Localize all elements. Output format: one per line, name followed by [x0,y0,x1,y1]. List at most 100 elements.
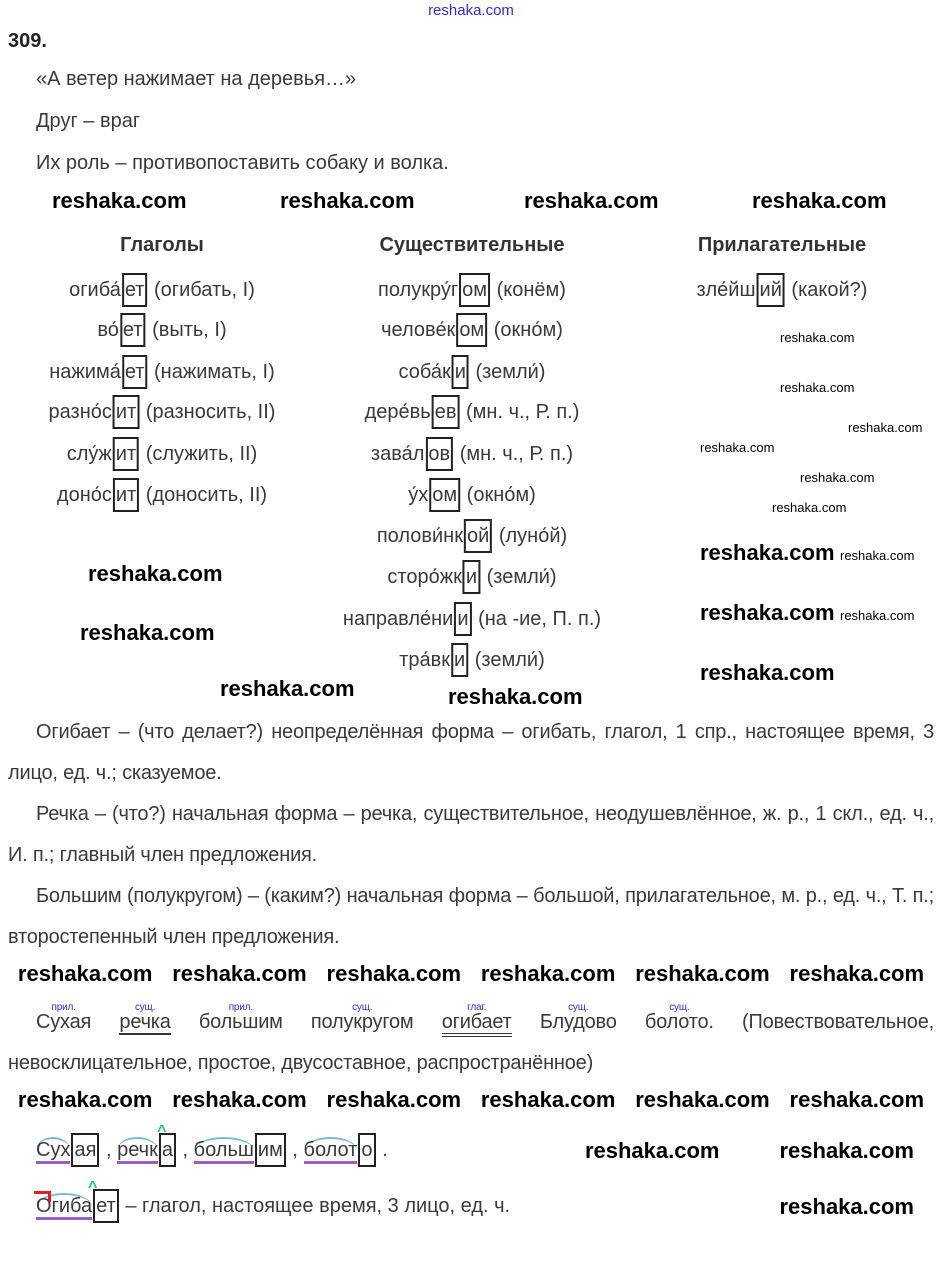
part-of-speech-label: прил. [51,1002,76,1013]
ending-box: ит [112,437,140,471]
watermark: reshaka.com [280,188,415,213]
sentence-word: глаг.огибает [441,1002,512,1037]
ending-box: ая [71,1133,100,1167]
sentence: прил.Сухая сущ.речка прил.большим сущ.по… [8,1002,934,1084]
sentence-word: прил.большим [198,1002,283,1034]
watermark: reshaka.com [780,330,855,345]
watermark: reshaka.com [326,960,462,986]
ending-box: и [451,643,469,677]
word-stem: во́ [97,319,119,341]
word-text: речка [119,1011,171,1035]
word-note: (луно́й) [493,525,568,547]
watermark: reshaka.com [448,684,583,709]
part-of-speech-label: сущ. [568,1002,589,1013]
separator: , [100,1139,118,1161]
intro-line: Их роль – противопоставить собаку и волк… [36,152,449,174]
word-stem: тра́вк [399,649,451,671]
word-stem: дере́вь [364,401,431,423]
word-text: большим [198,1011,283,1033]
ending-box: ом [429,478,461,512]
separator: , [286,1139,304,1161]
ending-box: ий [756,273,785,307]
word-stem: полукру́г [378,279,459,301]
watermark: reshaka.com [700,660,835,685]
word-row: огиба́ет (огибать, I) [69,273,255,307]
verb-stem: ^Огиба [34,1179,97,1220]
watermark: reshaka.com [840,548,915,563]
watermark: reshaka.com [700,440,775,455]
word-note: (земли́) [469,649,545,671]
word-stem: огиба́ [69,279,121,301]
prefix-mark-icon [34,1191,51,1202]
watermark-group: reshaka.com reshaka.com [585,1138,914,1163]
sentence-description: (Повествовательное, невосклицательное, п… [8,1011,934,1074]
word-note: (конём) [491,279,566,301]
word-stem: разно́с [48,401,112,423]
watermark-group: reshaka.com [779,1194,914,1219]
ending-box: ов [425,437,454,471]
ending-box: ом [456,313,488,347]
word-stem: направле́ни [342,608,454,630]
part-of-speech-label: сущ. [669,1002,690,1013]
word-stem: полови́нк [376,525,463,547]
ending-box: ой [463,519,493,553]
word-note: (мн. ч., Р. п.) [460,401,580,423]
part-of-speech-label: глаг. [467,1002,487,1013]
parse-stem: ^речк [117,1123,166,1164]
suffix-mark-icon: ^ [88,1179,98,1196]
watermark: reshaka.com [635,1086,770,1112]
watermark: reshaka.com [480,1086,616,1112]
ending-box: и [462,560,481,594]
stem-text: речк [117,1137,158,1164]
word-row: нажима́ет (нажимать, I) [49,355,275,389]
suffix-mark-icon: ^ [157,1123,167,1140]
watermark: reshaka.com [700,600,835,625]
word-note: (окно́м) [461,484,536,506]
watermark: reshaka.com [17,960,153,986]
ending-box: и [451,355,469,389]
word-text: огибает [441,1011,512,1037]
word-note: (доносить, II) [140,484,268,506]
paragraph: Большим (полукругом) – (каким?) начальна… [8,885,934,948]
watermark: reshaka.com [779,1137,914,1163]
word-row: во́ет (выть, I) [97,313,227,347]
paragraph: Речка – (что?) начальная форма – речка, … [8,803,934,866]
word-stem: слу́ж [66,443,112,465]
watermark: reshaka.com [584,1137,720,1163]
ending-box: ет [119,313,146,347]
watermark: reshaka.com [172,960,307,986]
word-text: болото. [644,1011,714,1033]
word-note: (мн. ч., Р. п.) [454,443,574,465]
word-stem: у́х [408,484,429,506]
watermark: reshaka.com [480,960,616,986]
stem-text: больш [193,1137,254,1164]
parse-stem: Сух [36,1137,71,1164]
watermark: reshaka.com [172,1086,307,1112]
watermark: reshaka.com [52,188,187,213]
word-stem: доно́с [56,484,112,506]
sentence-word: сущ.Блудово [540,1002,617,1034]
watermark: reshaka.com [524,188,659,213]
watermark: reshaka.com [220,676,355,701]
word-note: (земли́) [469,361,546,383]
ending-box: ет [121,273,148,307]
ending-box: им [254,1133,286,1167]
word-note: (служить, II) [140,443,258,465]
parse-stem: больш [193,1137,254,1164]
watermark: reshaka.com [88,561,223,586]
ending-box: и [454,602,472,636]
sentence-word: сущ.полукругом [311,1002,414,1034]
ending-box: ет [93,1189,119,1223]
